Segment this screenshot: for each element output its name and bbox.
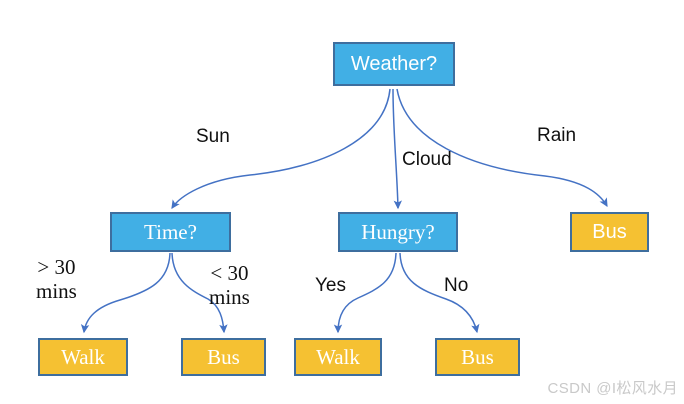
label-yes: Yes [315,275,346,296]
node-label-hungry: Hungry? [361,219,435,244]
label-rain: Rain [537,125,577,146]
watermark: CSDN @I松风水月 [547,380,678,397]
edge-time-lt30 [171,252,228,334]
node-label-bus-2: Bus [461,344,494,369]
node-bus-rain[interactable]: Bus [570,212,649,252]
label-cloud: Cloud [402,149,452,170]
node-label-walk-2: Walk [316,344,360,369]
node-label-walk-1: Walk [61,344,105,369]
edge-time-gt30 [80,252,171,334]
edge-hungry-no [399,252,480,334]
label-no: No [444,275,469,296]
label-sun: Sun [196,126,230,147]
node-walk-1[interactable]: Walk [38,338,128,376]
edge-weather-rain [396,88,608,208]
edge-weather-cloud [392,88,403,210]
node-label-bus-rain: Bus [592,221,627,243]
node-label-bus-1: Bus [207,344,240,369]
node-bus-1[interactable]: Bus [181,338,266,376]
node-time[interactable]: Time? [110,212,231,252]
node-label-weather: Weather? [350,53,438,75]
node-bus-2[interactable]: Bus [435,338,520,376]
node-hungry[interactable]: Hungry? [338,212,458,252]
node-walk-2[interactable]: Walk [294,338,382,376]
node-weather[interactable]: Weather? [333,42,455,86]
edge-paths [80,88,608,334]
edge-hungry-yes [333,252,397,334]
label-lt30: < 30 mins [209,261,250,309]
edge-weather-sun [171,88,391,209]
node-label-time: Time? [144,219,197,244]
label-gt30: > 30 mins [36,255,77,303]
